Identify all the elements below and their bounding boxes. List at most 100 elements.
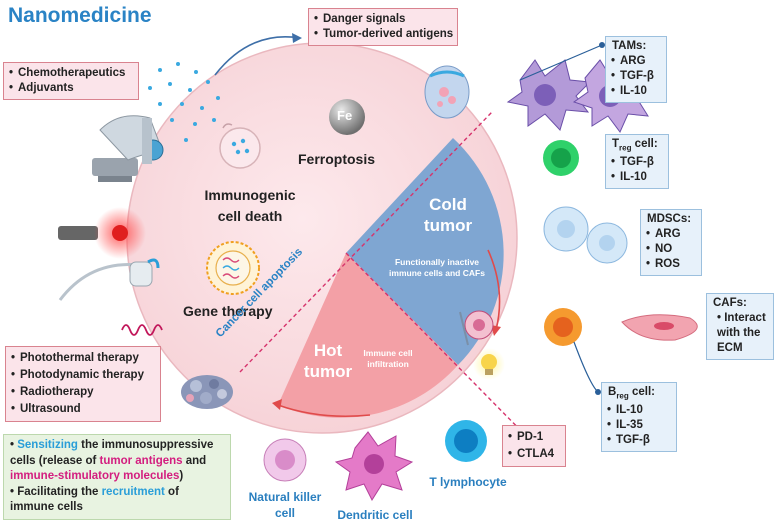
drugs-box: Chemotherapeutics Adjuvants [3,62,139,100]
therapy-item: Radiotherapy [11,384,154,401]
therapy-item: Photodynamic therapy [11,367,154,384]
tams-item: ARG [611,54,660,69]
wave-icon [121,324,163,336]
nk-line2: cell [274,506,295,520]
laser-device-icon [58,207,146,259]
nk-line1: Natural killer [248,490,322,504]
summary-line4: • Facilitating the recruitment of [10,485,179,498]
hot-desc1: Immune cell [363,348,413,358]
breg-title-rest: cell: [628,386,655,398]
cafs-line1: Interact [724,312,766,324]
cold-tumor-wedge [346,138,504,365]
recruitment-text: recruitment [101,485,165,498]
tams-item: IL-10 [611,84,660,99]
breg-box: Breg cell: IL-10 IL-35 TGF-β [601,382,677,453]
cold-to-hot-arrow [487,249,501,331]
tams-item: TGF-β [611,69,660,84]
drugs-item: Chemotherapeutics [9,66,132,81]
treg-item: IL-10 [611,170,662,185]
icd-line2: cell death [217,208,283,224]
checkpoint-item: CTLA4 [508,446,559,463]
cold-line1: Cold [429,195,467,214]
treg-title: Treg cell: [606,137,668,155]
therapy-item: Ultrasound [11,401,154,418]
summary-line2-c: and [182,454,207,467]
drugs-item: Adjuvants [9,81,132,96]
cafs-box: CAFs: • Interact with the ECM [706,293,774,360]
breg-item: IL-10 [607,403,670,418]
cold-desc2: immune cells and CAFs [389,268,485,278]
lymph-node-icon [424,65,470,119]
breg-cell-icon [544,308,582,346]
ferroptosis-label: Ferroptosis [298,151,376,167]
nk-cell-icon [263,438,307,482]
therapy-item: Photothermal therapy [11,350,154,367]
cold-tumor-label: Cold tumor [412,194,484,236]
cafs-line2: with the [717,327,761,339]
mdscs-item: ARG [646,227,695,242]
summary-line1-rest: the immunosuppressive [77,439,214,451]
gene-nanoparticle-icon [206,241,260,295]
top-curved-arrow [214,36,301,76]
checkpoint-box: PD-1 CTLA4 [502,425,566,467]
hot-desc: Immune cell infiltration [358,348,418,370]
mdscs-box: MDSCs: ARG NO ROS [640,209,702,276]
breg-title-main: B [608,386,617,398]
mdscs-item: ROS [646,257,695,272]
treg-title-rest: cell: [631,138,658,150]
cold-desc: Functionally inactive immune cells and C… [382,257,492,279]
tams-connector [519,44,603,81]
gene-therapy-label: Gene therapy [183,303,273,319]
summary-box: • Sensitizing the immunosuppressive cell… [3,434,231,520]
light-bulb-icon [473,348,505,380]
divider-dashed-line [239,111,493,373]
treg-title-main: T [612,138,620,150]
mdsc-cells-icon [543,206,628,264]
breg-connector [573,341,599,393]
treg-title-sub: reg [619,143,632,153]
hot-tumor-label: Hot tumor [296,340,360,382]
treg-cell-icon [543,140,579,176]
therapy-box: Photothermal therapy Photodynamic therap… [5,346,161,422]
radiotherapy-machine-icon [92,115,164,182]
hot-to-left-arrow [277,404,371,418]
cafs-item: • Interact [717,312,766,324]
immune-molecules-text: immune-stimulatory molecules [10,470,180,482]
cold-desc1: Functionally inactive [394,257,480,267]
signals-item: Danger signals [314,12,451,27]
cold-line2: tumor [423,216,473,235]
tumor-antigens-text: tumor antigens [99,454,183,467]
treg-box: Treg cell: TGF-β IL-10 [605,134,669,190]
nk-cell-label: Natural killer cell [240,489,330,521]
signals-item: Tumor-derived antigens [314,27,453,42]
breg-title: Breg cell: [602,385,676,403]
dendritic-cell-label: Dendritic cell [337,508,413,522]
breg-item: IL-35 [607,418,670,433]
hot-line2: tumor [303,362,353,381]
summary-line3: immune-stimulatory molecules) [4,469,230,485]
t-lymphocyte-icon [445,420,487,462]
tams-title: TAMs: [612,40,647,52]
icd-line1: Immunogenic [204,187,296,203]
fe-label: Fe [337,108,353,123]
breg-item: TGF-β [607,433,670,448]
sensitizing-text: Sensitizing [17,439,78,451]
hot-line1: Hot [313,341,343,360]
signals-box: Danger signals Tumor-derived antigens [308,8,458,46]
cancer-cell-icon [459,310,494,346]
summary-line2: cells (release of tumor antigens and [4,454,230,470]
summary-line4-c: of [164,485,179,498]
treg-item: TGF-β [611,155,662,170]
tumor-debris-icon [181,375,233,409]
caf-cell-icon [621,314,698,341]
summary-line2-a: cells (release of [10,454,100,467]
figure-title: Nanomedicine [8,4,152,27]
cafs-title: CAFs: [713,297,747,309]
iron-sphere-icon [329,99,365,135]
summary-line1: • Sensitizing the immunosuppressive [10,439,214,451]
ultrasound-probe-icon [58,258,163,336]
icd-label: Immunogenic cell death [192,185,308,227]
hot-desc2: infiltration [367,359,409,369]
mdscs-title: MDSCs: [647,213,692,225]
